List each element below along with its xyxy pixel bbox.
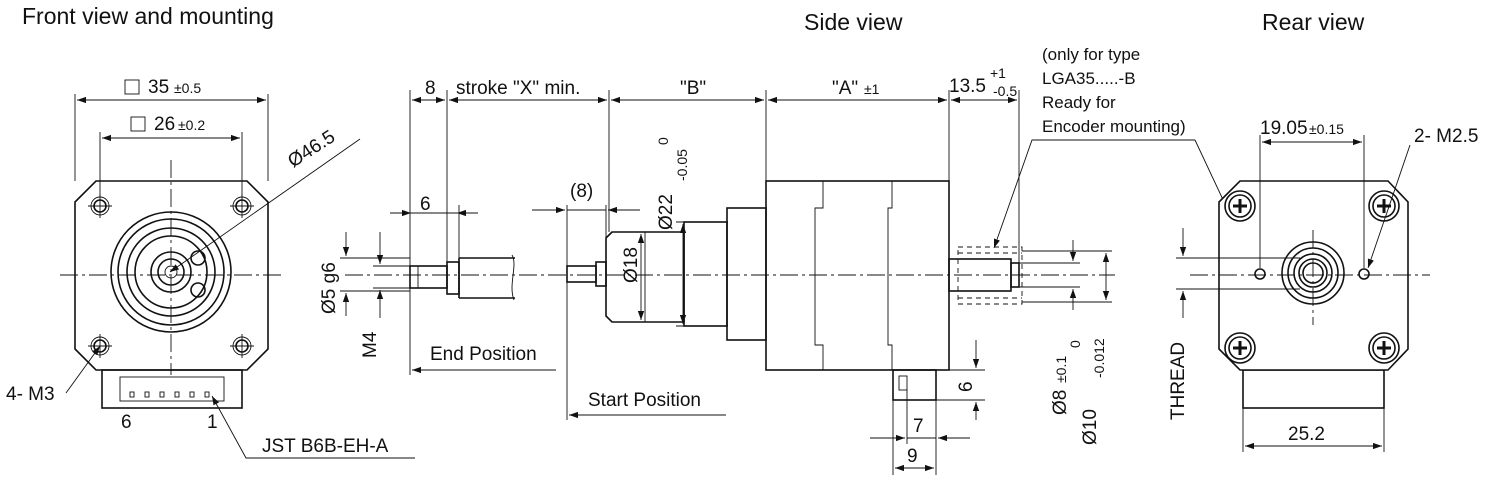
end-shaft-body <box>458 257 515 299</box>
rear-dim-19-05: 19.05 <box>1260 118 1308 139</box>
dim-6-right: 6 <box>956 381 977 392</box>
dim-13-5: 13.5 <box>949 76 986 97</box>
rear-flange-outline <box>1218 180 1409 371</box>
end-shaft-thread <box>409 265 448 289</box>
square-symbol-icon <box>124 79 140 95</box>
rear-m25-hole-right <box>1358 268 1370 280</box>
connector-pins <box>129 391 210 398</box>
rear-screws <box>1224 190 1400 364</box>
motor-body <box>765 180 950 371</box>
front-dim-26-tol: ±0.2 <box>178 117 205 133</box>
front-dia-leader <box>169 138 361 273</box>
square-symbol-icon <box>130 116 146 132</box>
front-view-title: Front view and mounting <box>22 3 274 29</box>
front-view: Ø46.5 35 ±0.5 26 ±0.2 4- M3 6 1 JST B6B-… <box>6 77 415 459</box>
front-dim-35: 35 <box>148 77 169 98</box>
front-mounting-holes <box>88 194 254 358</box>
side-view-title: Side view <box>804 9 903 35</box>
rear-dim-19-05-tol: ±0.15 <box>1309 121 1344 137</box>
dim-22: Ø22 <box>656 194 677 230</box>
dim-8-shaft: Ø8 <box>1050 390 1071 415</box>
end-shaft-nut <box>446 261 460 295</box>
dim-10-tol-upper: 0 <box>1067 340 1083 348</box>
rear-dim-25-2: 25.2 <box>1288 424 1325 445</box>
encoder-note-leader <box>993 139 1042 249</box>
front-flange-dia-label: Ø46.5 <box>284 126 339 172</box>
gear-housing <box>683 221 728 327</box>
front-holes-label: 4- M3 <box>6 384 55 405</box>
rear-thread-label: THREAD <box>1168 342 1189 420</box>
front-connector-housing <box>101 369 243 409</box>
front-dim-26: 26 <box>154 114 175 135</box>
dim-m4: M4 <box>360 331 381 358</box>
motor-front-flange <box>726 207 767 341</box>
front-dim-35-tol: ±0.5 <box>174 80 201 96</box>
rear-m25-hole-left <box>1254 268 1266 280</box>
dim-8: 8 <box>425 78 436 99</box>
rear-view: 19.05 ±0.15 2- M2.5 THREAD 25.2 <box>1168 118 1478 452</box>
dim-7: 7 <box>913 416 924 437</box>
start-shaft-nut <box>595 261 607 287</box>
rear-shaft-tip <box>1010 262 1020 288</box>
front-connector-body <box>119 376 225 402</box>
dim-b: "B" <box>680 78 706 99</box>
dim-a: "A" <box>832 78 858 99</box>
dim-10: Ø10 <box>1080 409 1101 445</box>
dim-8-shaft-tol: ±0.1 <box>1053 356 1069 383</box>
encoder-note-line-4: Encoder mounting) <box>1042 117 1186 136</box>
start-position-label: Start Position <box>588 390 701 411</box>
end-position-label: End Position <box>430 344 537 365</box>
connector-label: JST B6B-EH-A <box>262 436 389 457</box>
pin-1-label: 1 <box>207 412 218 433</box>
dim-22-tol-lower: -0.05 <box>674 149 690 181</box>
encoder-note-line-3: Ready for <box>1042 93 1116 112</box>
dim-9: 9 <box>907 446 918 467</box>
encoder-note-line-1: (only for type <box>1042 45 1140 64</box>
rear-holes-label: 2- M2.5 <box>1414 126 1478 147</box>
dim-13-5-tol-lower: -0.5 <box>993 83 1017 99</box>
rear-view-title: Rear view <box>1262 9 1365 35</box>
dim-22-tol-upper: 0 <box>655 137 671 145</box>
dim-6-top: 6 <box>420 194 431 215</box>
rear-center-boss <box>1281 241 1345 305</box>
dim-5g6: Ø5 g6 <box>319 262 340 314</box>
connector-leader <box>211 395 415 459</box>
dim-10-tol-lower: -0.012 <box>1091 338 1107 378</box>
side-view: 8 stroke "X" min. "B" "A" ±1 13.5 +1 -0.… <box>319 45 1257 475</box>
dim-a-tol: ±1 <box>864 81 880 97</box>
front-holes-leader <box>65 345 101 394</box>
dim-8-paren: (8) <box>570 181 593 202</box>
side-connector <box>892 369 937 401</box>
encoder-outline <box>957 246 1023 305</box>
start-shaft-thread <box>566 265 597 283</box>
pin-6-label: 6 <box>121 412 132 433</box>
front-flange-outline <box>74 180 269 371</box>
dim-18: Ø18 <box>621 247 642 283</box>
encoder-note-line-2: LGA35.....-B <box>1042 69 1136 88</box>
rear-holes-leader <box>1367 144 1411 269</box>
rear-connector-housing <box>1242 369 1385 409</box>
stroke-label: stroke "X" min. <box>456 78 580 99</box>
dim-13-5-tol-upper: +1 <box>990 65 1006 81</box>
front-flange-circles <box>110 211 232 333</box>
